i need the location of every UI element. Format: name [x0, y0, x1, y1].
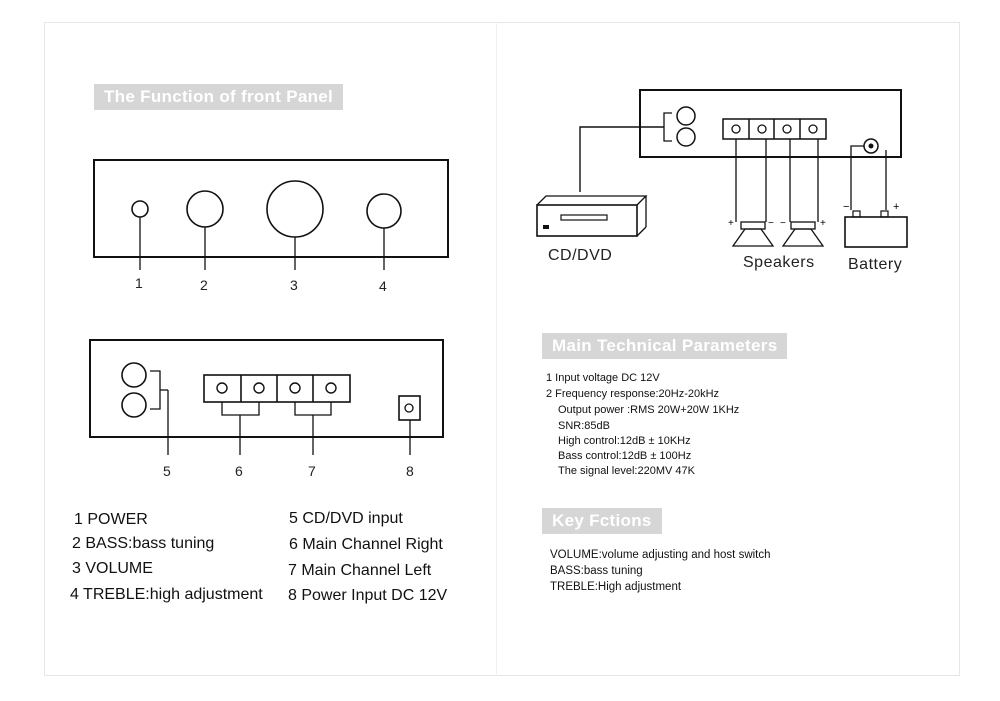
legend-item-1: 1 POWER — [74, 511, 148, 528]
cd-dvd-label: CD/DVD — [548, 247, 613, 264]
power-knob-icon — [131, 200, 149, 218]
speaker-right-icon: − + — [780, 218, 826, 247]
cd-dvd-player-icon — [536, 195, 648, 237]
battery-icon: − + — [843, 201, 908, 248]
rear-label-5: 5 — [163, 463, 171, 479]
rca-jack-bottom-icon — [121, 392, 147, 418]
key-function-line: BASS:bass tuning — [550, 565, 643, 577]
front-label-3: 3 — [290, 277, 298, 293]
rca-jack-top-icon — [121, 362, 147, 388]
legend-item-2: 2 BASS:bass tuning — [72, 535, 215, 552]
rear-label-7: 7 — [308, 463, 316, 479]
left-page — [44, 22, 497, 676]
battery-label: Battery — [848, 256, 903, 273]
technical-parameters-banner: Main Technical Parameters — [542, 333, 788, 359]
front-label-1: 1 — [135, 275, 143, 291]
tech-param-line: 2 Frequency response:20Hz-20kHz — [546, 388, 720, 400]
treble-knob-icon — [366, 193, 402, 229]
tech-param-line: Bass control:12dB ± 100Hz — [558, 450, 692, 462]
key-functions-banner: Key Fctions — [542, 508, 662, 534]
svg-text:−: − — [780, 218, 786, 229]
tech-param-line: 1 Input voltage DC 12V — [546, 372, 660, 384]
tech-param-line: Output power :RMS 20W+20W 1KHz — [558, 404, 740, 416]
bass-knob-icon — [186, 190, 224, 228]
tech-param-line: The signal level:220MV 47K — [558, 465, 695, 477]
front-label-2: 2 — [200, 277, 208, 293]
tech-param-line: SNR:85dB — [558, 420, 610, 432]
key-function-line: VOLUME:volume adjusting and host switch — [550, 549, 771, 561]
key-function-line: TREBLE:High adjustment — [550, 581, 682, 593]
legend-item-7: 7 Main Channel Left — [288, 562, 432, 579]
tech-param-line: High control:12dB ± 10KHz — [558, 435, 691, 447]
legend-item-4: 4 TREBLE:high adjustment — [70, 586, 263, 603]
svg-text:−: − — [843, 201, 849, 213]
legend-item-5: 5 CD/DVD input — [289, 510, 403, 527]
rear-label-8: 8 — [406, 463, 414, 479]
svg-text:+: + — [893, 201, 899, 213]
amplifier-rear-icon — [639, 89, 902, 158]
svg-text:+: + — [820, 218, 826, 229]
speakers-label: Speakers — [743, 254, 815, 271]
front-panel-banner: The Function of front Panel — [94, 84, 344, 110]
volume-knob-icon — [266, 180, 324, 238]
speaker-left-icon: + − — [728, 218, 775, 247]
legend-item-3: 3 VOLUME — [72, 560, 153, 577]
svg-text:−: − — [768, 218, 774, 229]
front-label-4: 4 — [379, 278, 387, 294]
legend-item-8: 8 Power Input DC 12V — [288, 587, 448, 604]
rear-label-6: 6 — [235, 463, 243, 479]
legend-item-6: 6 Main Channel Right — [289, 536, 443, 553]
svg-text:+: + — [728, 218, 734, 229]
dc-power-jack-icon — [398, 395, 421, 421]
